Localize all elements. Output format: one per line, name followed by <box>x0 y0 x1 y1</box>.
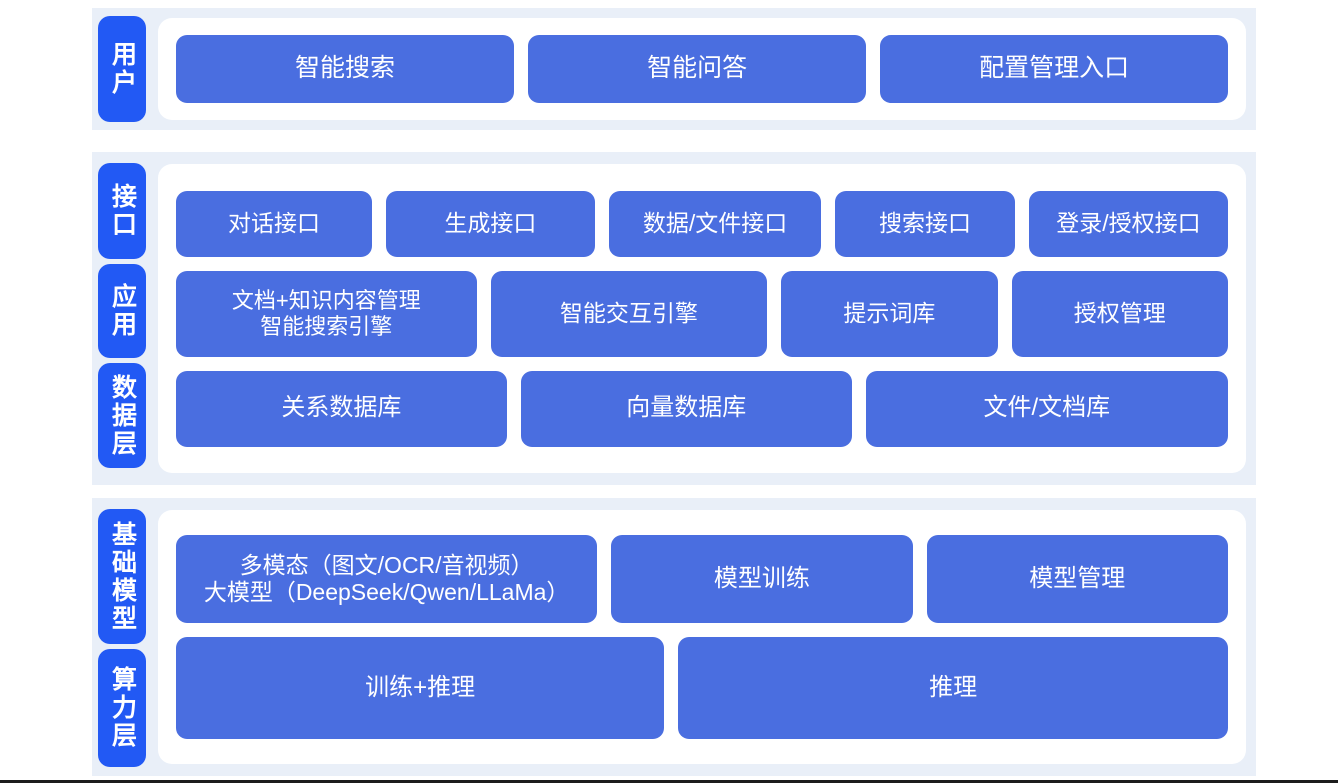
node-login-auth-api[interactable]: 登录/授权接口 <box>1028 190 1228 257</box>
row-foundation-model: 多模态（图文/OCR/音视频） 大模型（DeepSeek/Qwen/LLaMa）… <box>176 535 1228 623</box>
layer-rail-user: 用户 <box>92 8 152 130</box>
layer-chip-compute-label: 算力层 <box>108 666 137 750</box>
node-config-management-entry[interactable]: 配置管理入口 <box>880 35 1228 103</box>
layer-rail-foundation: 基础模型 算力层 <box>92 498 152 776</box>
section-user-layer: 用户 智能搜索 智能问答 配置管理入口 <box>92 8 1256 130</box>
layer-chip-user-label: 用户 <box>108 41 137 97</box>
layer-chip-foundation-model[interactable]: 基础模型 <box>98 509 146 644</box>
bottom-rule <box>0 780 1338 783</box>
node-model-training[interactable]: 模型训练 <box>611 535 913 623</box>
node-dialogue-api[interactable]: 对话接口 <box>176 190 372 257</box>
section-middle-layers: 接口 应用 数据层 对话接口 生成接口 数据/文件接口 搜索接口 登录/授权接口… <box>92 152 1256 485</box>
layer-rail-middle: 接口 应用 数据层 <box>92 152 152 485</box>
row-user: 智能搜索 智能问答 配置管理入口 <box>176 35 1228 103</box>
node-vector-database[interactable]: 向量数据库 <box>520 370 852 447</box>
row-data: 关系数据库 向量数据库 文件/文档库 <box>176 370 1229 447</box>
node-model-management[interactable]: 模型管理 <box>926 535 1228 623</box>
layer-chip-user[interactable]: 用户 <box>98 16 146 122</box>
node-smart-interaction-engine[interactable]: 智能交互引擎 <box>490 270 768 357</box>
node-relational-database[interactable]: 关系数据库 <box>176 370 507 447</box>
row-compute: 训练+推理 推理 <box>176 637 1228 739</box>
section-foundation-layers: 基础模型 算力层 多模态（图文/OCR/音视频） 大模型（DeepSeek/Qw… <box>92 498 1256 776</box>
node-data-file-api[interactable]: 数据/文件接口 <box>608 190 822 257</box>
node-smart-search[interactable]: 智能搜索 <box>176 35 515 103</box>
layer-chip-interface[interactable]: 接口 <box>98 163 146 259</box>
layer-chip-foundation-model-label: 基础模型 <box>108 520 137 633</box>
layer-chip-application-label: 应用 <box>108 283 137 339</box>
card-user-layer: 智能搜索 智能问答 配置管理入口 <box>158 18 1246 120</box>
node-document-knowledge-management[interactable]: 文档+知识内容管理 智能搜索引擎 <box>176 270 477 357</box>
layer-chip-compute[interactable]: 算力层 <box>98 649 146 767</box>
layer-chip-application[interactable]: 应用 <box>98 264 146 358</box>
card-middle-layers: 对话接口 生成接口 数据/文件接口 搜索接口 登录/授权接口 文档+知识内容管理… <box>158 164 1246 473</box>
row-application: 文档+知识内容管理 智能搜索引擎 智能交互引擎 提示词库 授权管理 <box>176 270 1228 357</box>
node-smart-qa[interactable]: 智能问答 <box>528 35 867 103</box>
node-multimodal-large-model[interactable]: 多模态（图文/OCR/音视频） 大模型（DeepSeek/Qwen/LLaMa） <box>176 535 598 623</box>
layer-chip-interface-label: 接口 <box>108 183 137 239</box>
layer-chip-data-label: 数据层 <box>108 373 137 458</box>
card-foundation-layers: 多模态（图文/OCR/音视频） 大模型（DeepSeek/Qwen/LLaMa）… <box>158 510 1246 764</box>
node-file-document-store[interactable]: 文件/文档库 <box>865 370 1229 447</box>
node-authorization-management[interactable]: 授权管理 <box>1011 270 1228 357</box>
layer-chip-data[interactable]: 数据层 <box>98 363 146 468</box>
node-prompt-library[interactable]: 提示词库 <box>781 270 998 357</box>
node-inference[interactable]: 推理 <box>678 637 1228 739</box>
node-search-api[interactable]: 搜索接口 <box>835 190 1015 257</box>
row-interface: 对话接口 生成接口 数据/文件接口 搜索接口 登录/授权接口 <box>176 190 1228 257</box>
node-training-plus-inference[interactable]: 训练+推理 <box>176 637 665 739</box>
node-generation-api[interactable]: 生成接口 <box>385 190 595 257</box>
